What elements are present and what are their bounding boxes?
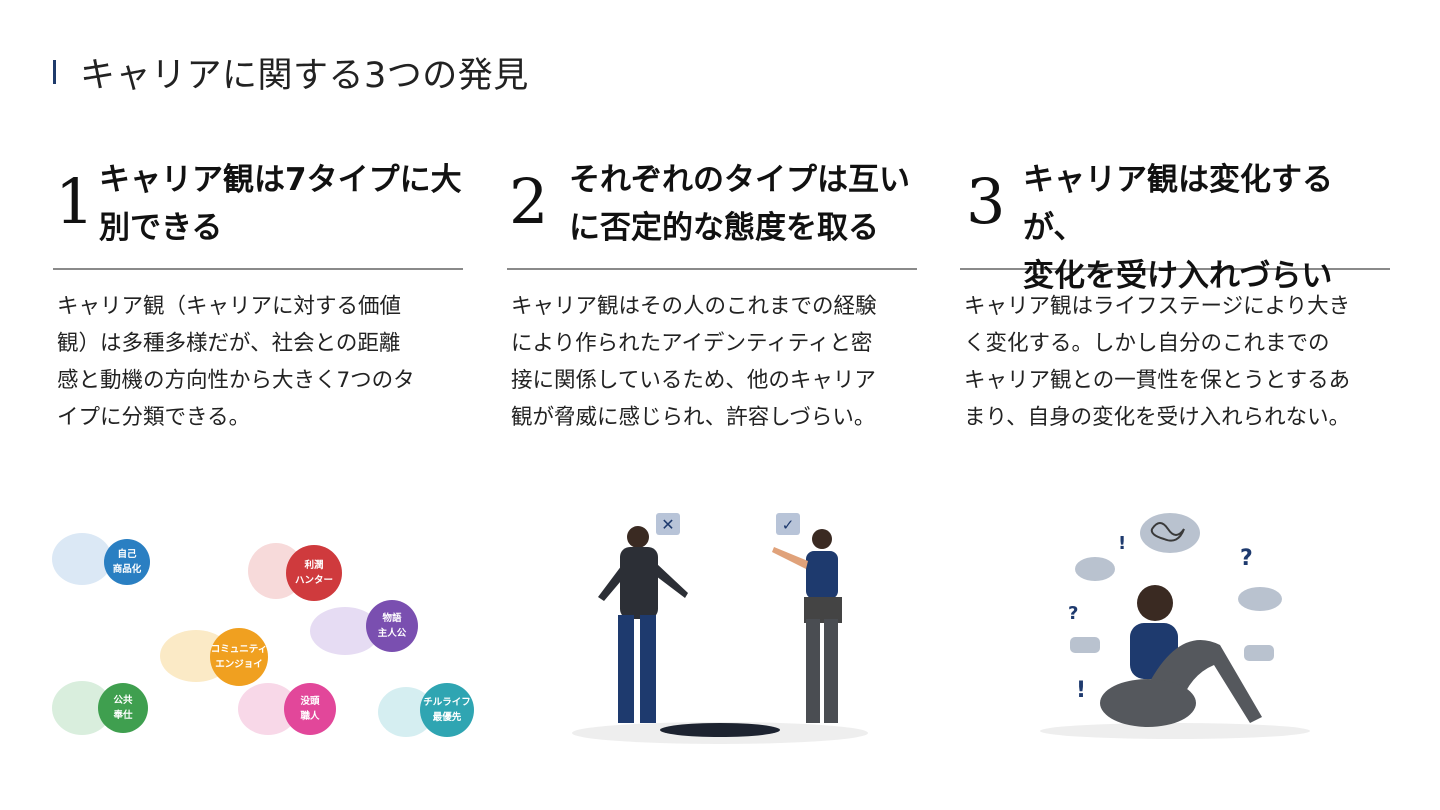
- finding-header: 1 キャリア観は7タイプに大 別できる: [53, 150, 463, 270]
- finding-description: キャリア観（キャリアに対する価値 観）は多種多様だが、社会との距離 感と動機の方…: [57, 294, 415, 430]
- finding-header: 2 それぞれのタイプは互い に否定的な態度を取る: [507, 150, 917, 270]
- svg-text:?: ?: [1068, 603, 1078, 624]
- type-badge-chill-life-first: チルライフ 最優先: [420, 683, 474, 737]
- finding-number: 1: [55, 165, 95, 238]
- person-right-icon: [772, 529, 842, 723]
- type-badge-profit-hunter: 利潤 ハンター: [286, 545, 342, 601]
- person-left-icon: [598, 526, 688, 723]
- svg-text:!: !: [1118, 533, 1126, 554]
- finding-number: 2: [509, 165, 549, 238]
- disagreement-illustration: ✕ ✓: [572, 513, 868, 744]
- svg-text:?: ?: [1240, 546, 1253, 571]
- career-types-illustration: 自己 商品化 利潤 ハンター 物語 主人公 コミュニティ エンジョイ 公共 奉仕…: [48, 525, 478, 755]
- finding-header: 3 キャリア観は変化するが、 変化を受け入れづらい: [960, 150, 1390, 294]
- finding-number: 3: [966, 165, 1006, 238]
- finding-description: キャリア観はライフステージにより大き く変化する。しかし自分のこれまでの キャリ…: [964, 294, 1351, 430]
- finding-heading: それぞれのタイプは互い に否定的な態度を取る: [569, 162, 910, 246]
- svg-text:✕: ✕: [661, 515, 674, 534]
- type-badge-story-protagonist: 物語 主人公: [366, 600, 418, 652]
- type-badge-self-commodification: 自己 商品化: [104, 539, 150, 585]
- stressed-person-icon: [1100, 585, 1262, 727]
- finding-heading: キャリア観は変化するが、 変化を受け入れづらい: [1023, 162, 1333, 294]
- finding-3: 3 キャリア観は変化するが、 変化を受け入れづらい キャリア観はライフステージに…: [960, 150, 1390, 458]
- stressed-person-illustration: ! ? ? !: [1040, 513, 1310, 739]
- type-badge-community-enjoy: コミュニティ エンジョイ: [210, 628, 268, 686]
- finding-heading: キャリア観は7タイプに大 別できる: [99, 162, 462, 246]
- finding-1: 1 キャリア観は7タイプに大 別できる キャリア観（キャリアに対する価値 観）は…: [53, 150, 463, 458]
- finding-2: 2 それぞれのタイプは互い に否定的な態度を取る キャリア観はその人のこれまでの…: [507, 150, 917, 458]
- page-title: キャリアに関する3つの発見: [80, 56, 529, 96]
- title-accent-bar: [53, 60, 56, 84]
- type-badge-immersed-craftsman: 没頭 職人: [284, 683, 336, 735]
- svg-text:✓: ✓: [782, 516, 795, 534]
- type-scene-bg: [52, 533, 112, 585]
- svg-text:!: !: [1076, 678, 1086, 703]
- type-badge-public-service: 公共 奉仕: [98, 683, 148, 733]
- finding-description: キャリア観はその人のこれまでの経験 により作られたアイデンティティと密 接に関係…: [511, 294, 877, 430]
